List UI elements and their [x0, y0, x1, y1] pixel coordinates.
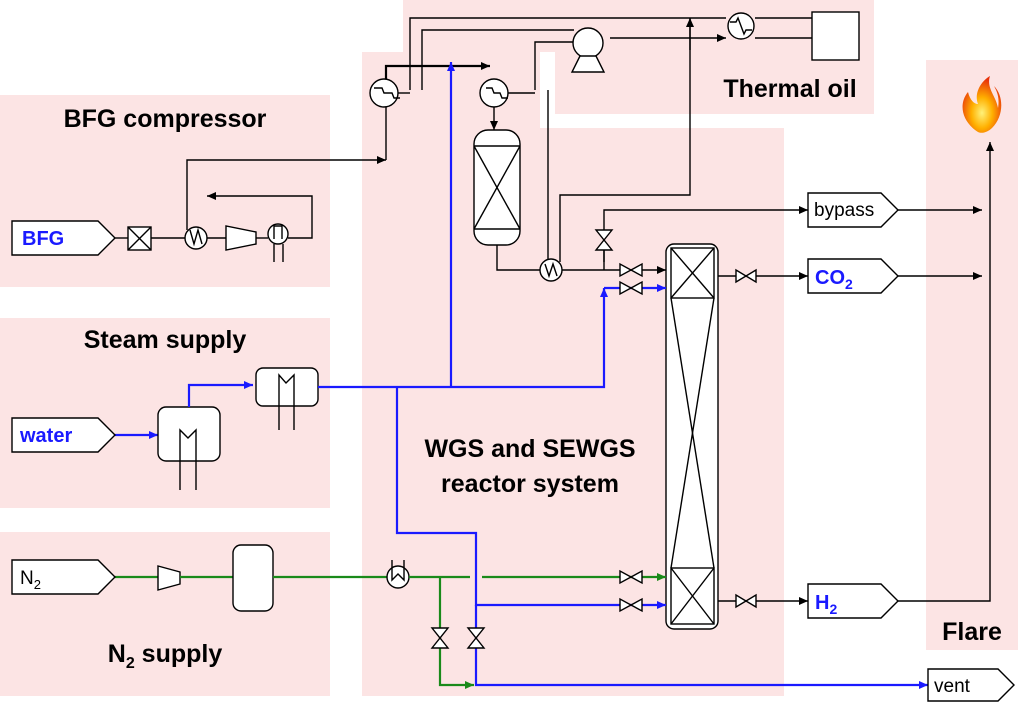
stream-h2: H2: [807, 583, 899, 619]
valve-bottom-steam-left: [619, 597, 633, 613]
stream-bfg: BFG: [11, 220, 116, 256]
stream-label-n2: N2: [20, 568, 41, 592]
blue-vent-valve-bottom: [466, 636, 486, 649]
zone-label-n2-supply: N2 supply: [108, 640, 223, 672]
h2-outlet-valve-right: [744, 593, 757, 609]
stream-bypass: bypass: [807, 192, 899, 228]
bfg-cooler: [267, 223, 289, 245]
sewgs-reactor: [665, 243, 719, 630]
flame-icon: [962, 76, 1002, 133]
n2-vent-valve-bottom: [430, 636, 450, 649]
valve-bottom-n2-left: [619, 569, 633, 585]
thermal-oil-pump: [572, 27, 604, 59]
stream-n2: N2: [11, 559, 116, 595]
zone-label-bfg-compressor: BFG compressor: [64, 105, 267, 133]
flare-header: [898, 142, 994, 602]
wgs-section: [369, 62, 808, 282]
n2-supply-section: [115, 544, 928, 689]
valve-bottom-steam-right: [629, 597, 643, 613]
n2-heater: [386, 565, 410, 589]
bfg-compressor-section: [115, 156, 386, 262]
stream-label-co2: CO2: [815, 267, 853, 292]
valve-top-steam-left: [619, 280, 633, 296]
zone-reactor-system-right: [538, 128, 784, 696]
zone-n2-supply: [0, 532, 330, 696]
sewgs-outlets: [718, 268, 808, 609]
valve-top-gas-left: [619, 262, 633, 278]
steam-generator: [157, 406, 221, 462]
co2-outlet-valve-left: [735, 268, 748, 284]
zone-label-reactor-line1: WGS and SEWGS: [424, 435, 635, 463]
stream-label-h2: H2: [815, 592, 837, 617]
zone-label-steam-supply: Steam supply: [84, 326, 247, 354]
stream-water: water: [11, 417, 116, 453]
stream-label-bypass: bypass: [814, 200, 874, 221]
zone-label-reactor-line2: reactor system: [441, 470, 619, 498]
zone-flare: [926, 60, 1018, 650]
co2-outlet-valve-right: [744, 268, 757, 284]
steam-superheater: [255, 367, 319, 407]
stream-label-bfg: BFG: [22, 228, 64, 250]
zone-label-thermal-oil: Thermal oil: [723, 75, 856, 103]
stream-vent: vent: [927, 668, 1015, 702]
valve-bottom-n2-right: [629, 569, 643, 585]
valve-top-gas-right: [629, 262, 643, 278]
thermal-oil-heater: [811, 11, 860, 61]
n2-buffer-vessel: [232, 544, 274, 612]
steam-supply-section: [115, 62, 620, 607]
sewgs-inlet-valves: [604, 262, 666, 613]
h2-outlet-valve-left: [735, 593, 748, 609]
stream-co2: CO2: [807, 258, 899, 294]
n2-vent-valve-top: [430, 627, 450, 640]
bypass-valve-top: [594, 229, 614, 242]
bfg-compressor: [225, 225, 257, 251]
thermal-oil-pump-base: [570, 55, 606, 73]
blue-vent-valve-top: [466, 627, 486, 640]
stream-label-water: water: [19, 425, 72, 447]
thermal-oil-loop: [409, 11, 860, 262]
zone-label-flare: Flare: [942, 618, 1002, 646]
stream-label-vent: vent: [934, 676, 971, 697]
valve-top-steam-right: [629, 280, 643, 296]
n2-compressor: [157, 565, 181, 591]
